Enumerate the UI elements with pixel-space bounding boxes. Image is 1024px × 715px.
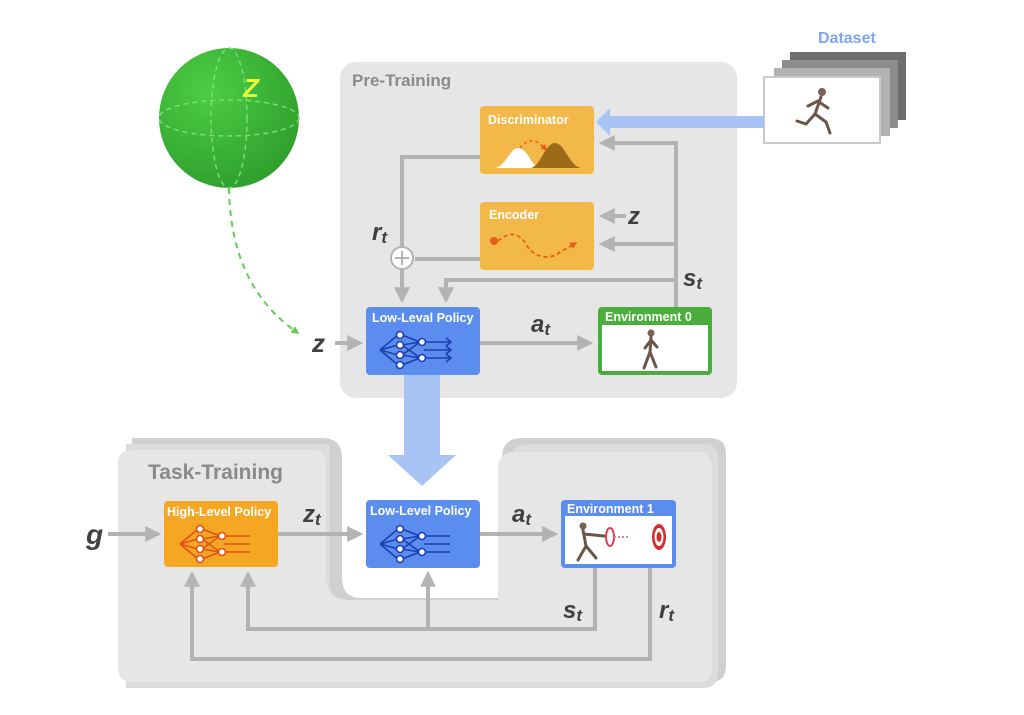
high-level-policy-label: High-Level Policy	[167, 505, 271, 519]
latent-sample-arrow	[228, 187, 300, 334]
environment-1-character-figure	[576, 522, 606, 562]
task-latent-symbol: zt	[302, 501, 322, 529]
latent-space-label: Z	[242, 73, 260, 103]
projectile-effect	[605, 527, 628, 547]
task-training-title: Task-Training	[148, 461, 283, 484]
pretraining-reward-symbol: rt	[372, 219, 388, 247]
transfer-policy-arrow	[388, 375, 456, 486]
pretraining-low-level-policy-box: Low-Leval Policy	[366, 307, 480, 375]
target-icon	[652, 524, 666, 550]
pretraining-arrows	[335, 135, 678, 351]
dataset-to-discriminator-arrow	[596, 108, 764, 136]
dataset-character-figure	[795, 88, 832, 135]
pretraining-low-level-policy-label: Low-Leval Policy	[372, 311, 473, 325]
pretraining-latent-input-symbol: z	[311, 328, 325, 358]
dataset-label: Dataset	[818, 30, 876, 47]
discriminator-box: Discriminator	[480, 106, 594, 174]
task-action-symbol: at	[512, 501, 532, 529]
environment-1-label: Environment 1	[567, 502, 654, 516]
goal-symbol: g	[85, 519, 103, 550]
environment-0-character-figure	[642, 329, 659, 370]
environment-0-box: Environment 0	[598, 307, 712, 375]
high-level-policy-box: High-Level Policy	[164, 501, 278, 567]
pretraining-action-symbol: at	[531, 311, 551, 339]
neural-net-icon	[379, 330, 453, 370]
encoder-box: Encoder	[480, 202, 594, 270]
pretraining-encoder-latent-symbol: z	[627, 203, 640, 230]
high-level-neural-net-icon	[179, 524, 250, 564]
task-training-arrows	[108, 526, 652, 661]
encoder-label: Encoder	[489, 208, 539, 222]
task-low-level-policy-label: Low-Level Policy	[370, 504, 471, 518]
dataset-stack: Dataset	[763, 30, 906, 144]
latent-sphere: Z	[158, 47, 300, 189]
environment-0-label: Environment 0	[605, 310, 692, 324]
environment-1-box: Environment 1	[561, 500, 676, 568]
task-reward-symbol: rt	[659, 597, 675, 625]
task-low-level-policy-box: Low-Level Policy	[366, 500, 480, 568]
task-neural-net-icon	[379, 524, 450, 564]
pretraining-title: Pre-Training	[352, 71, 451, 90]
pretraining-state-symbol: st	[683, 265, 703, 293]
task-state-symbol: st	[563, 597, 583, 625]
reward-sum-node	[390, 246, 414, 270]
discriminator-label: Discriminator	[488, 113, 569, 127]
